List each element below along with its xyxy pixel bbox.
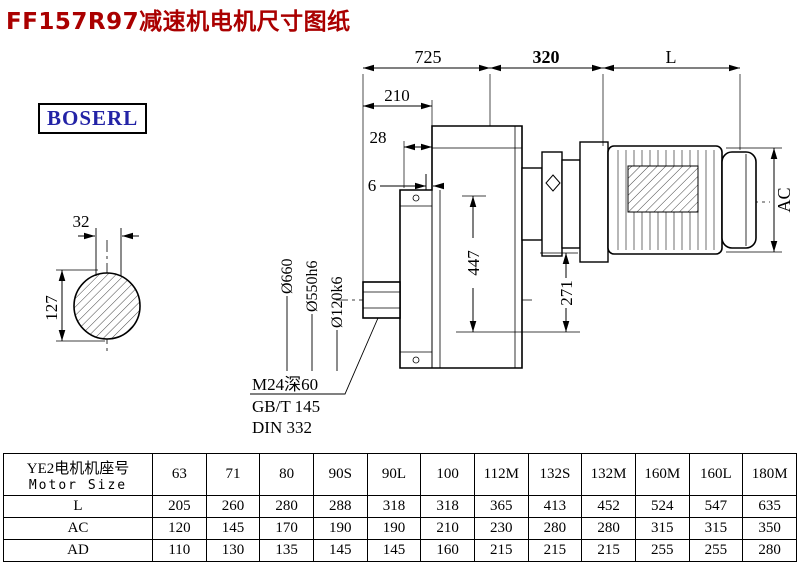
dim-cell: 215	[527, 539, 583, 562]
fan-cover	[721, 151, 757, 249]
col-header: 100	[420, 453, 475, 496]
col-header: 90L	[366, 453, 422, 496]
dim-cell: 205	[152, 495, 207, 518]
col-header: 132S	[527, 453, 583, 496]
dim-cell: 190	[366, 517, 422, 540]
motor-dimension-table: YE2电机机座号 Motor Size 63 71 80 90S 90L 100…	[3, 453, 797, 562]
shaft-end-view	[56, 228, 141, 352]
dim-cell: 110	[152, 539, 207, 562]
standard-gb-label: GB/T 145	[252, 397, 320, 416]
dim-32-label: 32	[73, 212, 90, 231]
col-header: 160L	[688, 453, 744, 496]
dim-725-label: 725	[415, 47, 442, 67]
dim-cell: 120	[152, 517, 207, 540]
dim-cell: 350	[742, 517, 797, 540]
dim-cell: 230	[473, 517, 529, 540]
dia-120k6-label: Ø120k6	[329, 276, 346, 328]
row-label: AD	[3, 539, 153, 562]
motor-size-header-cell: YE2电机机座号 Motor Size	[3, 453, 153, 496]
dim-cell: 315	[634, 517, 690, 540]
dim-cell: 160	[420, 539, 475, 562]
dim-cell: 170	[259, 517, 314, 540]
dim-cell: 145	[205, 517, 261, 540]
dim-cell: 547	[688, 495, 744, 518]
dim-cell: 318	[366, 495, 422, 518]
col-header: 180M	[742, 453, 797, 496]
thread-note-label: M24深60	[252, 375, 318, 394]
boserl-logo-text: BOSERL	[47, 106, 139, 130]
dim-cell: 452	[581, 495, 636, 518]
table-row-AD: AD 110 130 135 145 145 160 215 215 215 2…	[3, 539, 797, 562]
dim-cell: 318	[420, 495, 475, 518]
technical-drawing: 32 127	[42, 47, 794, 437]
col-header: 71	[205, 453, 261, 496]
dim-cell: 145	[312, 539, 368, 562]
motor-size-header-cn: YE2电机机座号	[26, 460, 130, 477]
dim-cell: 190	[312, 517, 368, 540]
dim-210-label: 210	[384, 86, 410, 105]
dim-cell: 260	[205, 495, 261, 518]
dim-cell: 413	[527, 495, 583, 518]
col-header: 160M	[634, 453, 690, 496]
row-label: L	[3, 495, 153, 518]
diamond-mark	[545, 174, 561, 192]
dim-cell: 280	[259, 495, 314, 518]
dim-447-label: 447	[464, 250, 483, 276]
motor-size-header-en: Motor Size	[28, 477, 128, 493]
page-title: FF157R97减速机电机尺寸图纸	[6, 9, 351, 35]
motor-winding-section	[627, 165, 699, 213]
dimension-lines	[250, 64, 782, 395]
dim-cell: 215	[581, 539, 636, 562]
dim-320-label: 320	[533, 47, 560, 67]
standard-din-label: DIN 332	[252, 418, 312, 437]
dim-cell: 255	[688, 539, 744, 562]
dim-cell: 210	[420, 517, 475, 540]
dim-6-label: 6	[368, 176, 377, 195]
dim-127-label: 127	[42, 295, 61, 321]
dim-AC-label: AC	[774, 187, 794, 212]
col-header: 63	[152, 453, 207, 496]
gear-unit-view	[336, 125, 770, 369]
dim-cell: 130	[205, 539, 261, 562]
dim-cell: 365	[473, 495, 529, 518]
dim-cell: 255	[634, 539, 690, 562]
dim-L-label: L	[666, 47, 677, 67]
table-header-row: YE2电机机座号 Motor Size 63 71 80 90S 90L 100…	[3, 453, 797, 496]
dim-28-label: 28	[370, 128, 387, 147]
table-row-AC: AC 120 145 170 190 190 210 230 280 280 3…	[3, 517, 797, 540]
dia-660-label: Ø660	[279, 258, 296, 294]
dim-cell: 524	[634, 495, 690, 518]
dim-cell: 280	[742, 539, 797, 562]
dim-cell: 315	[688, 517, 744, 540]
boserl-logo: BOSERL	[38, 103, 148, 134]
col-header: 90S	[312, 453, 368, 496]
flange-bolt-hole	[412, 356, 420, 364]
dim-cell: 215	[473, 539, 529, 562]
dim-cell: 288	[312, 495, 368, 518]
thread-leader-line	[250, 317, 379, 395]
col-header: 112M	[473, 453, 529, 496]
coupling-adapter	[521, 141, 609, 263]
motor	[607, 145, 757, 255]
table-row-L: L 205 260 280 288 318 318 365 413 452 52…	[3, 495, 797, 518]
dim-cell: 280	[527, 517, 583, 540]
shaft-section-circle	[73, 272, 141, 340]
row-label: AC	[3, 517, 153, 540]
col-header: 80	[259, 453, 314, 496]
dim-cell: 135	[259, 539, 314, 562]
col-header: 132M	[581, 453, 636, 496]
dim-271-label: 271	[557, 280, 576, 306]
output-shaft-hub	[362, 281, 401, 319]
dim-cell: 635	[742, 495, 797, 518]
dim-cell: 145	[366, 539, 422, 562]
flange-bolt-hole	[412, 194, 420, 202]
dim-cell: 280	[581, 517, 636, 540]
dia-550h6-label: Ø550h6	[304, 260, 321, 312]
